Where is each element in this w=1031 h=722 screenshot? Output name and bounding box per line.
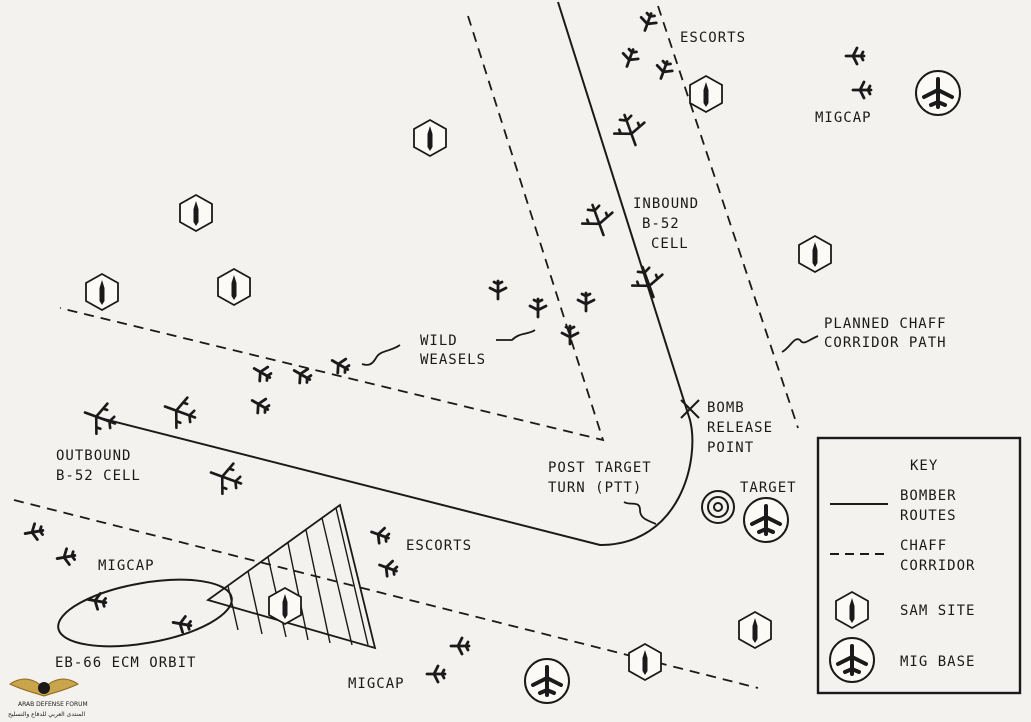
label-bomb-release: BOMB bbox=[707, 400, 745, 416]
legend-chaff-label: CHAFF bbox=[900, 538, 947, 554]
chaff-corridor-outer-upper bbox=[657, 5, 799, 429]
bomber-icon bbox=[576, 198, 620, 242]
legend-title: KEY bbox=[910, 458, 938, 474]
label-wild-weasels: WEASELS bbox=[420, 352, 486, 368]
label-outbound: B-52 CELL bbox=[56, 468, 141, 484]
jamming-sector bbox=[205, 503, 377, 650]
fighter-icon bbox=[844, 46, 866, 66]
ecm-orbit bbox=[57, 578, 233, 648]
sam-site-icon bbox=[628, 643, 662, 681]
fighter-icon bbox=[488, 279, 508, 301]
sam-site-icon bbox=[179, 194, 213, 232]
bomber-icon bbox=[204, 456, 248, 500]
sam-site-icon bbox=[798, 235, 832, 273]
fighter-icon bbox=[54, 546, 78, 568]
label-escorts-top: ESCORTS bbox=[680, 30, 746, 46]
label-inbound: INBOUND bbox=[633, 196, 699, 212]
legend-sam-icon bbox=[835, 591, 869, 629]
fighter-icon bbox=[618, 45, 642, 71]
chaff-corridor-outer-lower bbox=[13, 499, 759, 689]
fighter-icon bbox=[576, 291, 596, 313]
fighter-icon bbox=[367, 523, 393, 547]
sam-site-icon bbox=[413, 119, 447, 157]
label-chaff-path: PLANNED CHAFF bbox=[824, 316, 947, 332]
label-inbound: B-52 bbox=[642, 216, 680, 232]
forum-logo: ARAB DEFENSE FORUM المنتدى العربي للدفاع… bbox=[8, 678, 88, 718]
fighter-icon bbox=[425, 664, 447, 684]
legend-bomber-label: ROUTES bbox=[900, 508, 957, 524]
bomber-icon bbox=[608, 108, 652, 152]
fighter-icon bbox=[449, 636, 471, 656]
label-ptt: TURN (PTT) bbox=[548, 480, 642, 496]
fighter-icon bbox=[560, 324, 580, 346]
label-migcap-top: MIGCAP bbox=[815, 110, 872, 126]
chaff-corridor-inner bbox=[59, 15, 605, 442]
sam-site-icon bbox=[738, 611, 772, 649]
label-outbound: OUTBOUND bbox=[56, 448, 131, 464]
fighter-icon bbox=[528, 297, 548, 319]
label-bomb-release: POINT bbox=[707, 440, 754, 456]
mig-base-icon bbox=[523, 657, 571, 705]
legend-bomber-label: BOMBER bbox=[900, 488, 957, 504]
legend-mig-label: MIG BASE bbox=[900, 654, 975, 670]
mig-base-icon bbox=[914, 69, 962, 117]
legend-mig-base-icon bbox=[828, 636, 876, 684]
fighter-icon bbox=[851, 80, 873, 100]
label-escorts-bottom: ESCORTS bbox=[406, 538, 472, 554]
label-ecm-orbit: EB-66 ECM ORBIT bbox=[55, 655, 196, 671]
legend: KEY BOMBER ROUTES CHAFF CORRIDOR SAM SIT… bbox=[816, 436, 1022, 695]
legend-sam-label: SAM SITE bbox=[900, 603, 975, 619]
label-migcap-left: MIGCAP bbox=[98, 558, 155, 574]
label-migcap-bottom: MIGCAP bbox=[348, 676, 405, 692]
label-bomb-release: RELEASE bbox=[707, 420, 773, 436]
bomber-icon bbox=[78, 396, 122, 440]
legend-chaff-label: CORRIDOR bbox=[900, 558, 975, 574]
label-inbound: CELL bbox=[651, 236, 689, 252]
fighter-icon bbox=[375, 556, 401, 580]
label-target: TARGET bbox=[740, 480, 797, 496]
bomber-icon bbox=[158, 390, 202, 434]
watermark-line1: ARAB DEFENSE FORUM bbox=[18, 701, 88, 708]
sam-site-icon bbox=[268, 587, 302, 625]
fighter-icon bbox=[248, 360, 276, 386]
watermark-line2: المنتدى العربي للدفاع والتسليح bbox=[8, 711, 85, 718]
sam-site-icon bbox=[689, 75, 723, 113]
fighter-icon bbox=[636, 9, 660, 35]
bomber-icon bbox=[626, 260, 670, 304]
fighter-icon bbox=[22, 521, 46, 543]
sam-site-icon bbox=[217, 268, 251, 306]
label-ptt: POST TARGET bbox=[548, 460, 652, 476]
label-wild-weasels: WILD bbox=[420, 333, 458, 349]
mig-base-icon bbox=[742, 496, 790, 544]
fighter-icon bbox=[326, 352, 354, 378]
bomber-route bbox=[99, 1, 694, 547]
fighter-icon bbox=[246, 392, 274, 418]
leader-arrows bbox=[361, 329, 819, 525]
sam-site-icon bbox=[85, 273, 119, 311]
bomb-release-marker bbox=[680, 399, 700, 419]
fighter-icon bbox=[652, 57, 676, 83]
target-icon bbox=[701, 490, 735, 524]
label-chaff-path: CORRIDOR PATH bbox=[824, 335, 947, 351]
fighter-icon bbox=[170, 613, 194, 635]
jamming-hatch bbox=[227, 507, 369, 646]
